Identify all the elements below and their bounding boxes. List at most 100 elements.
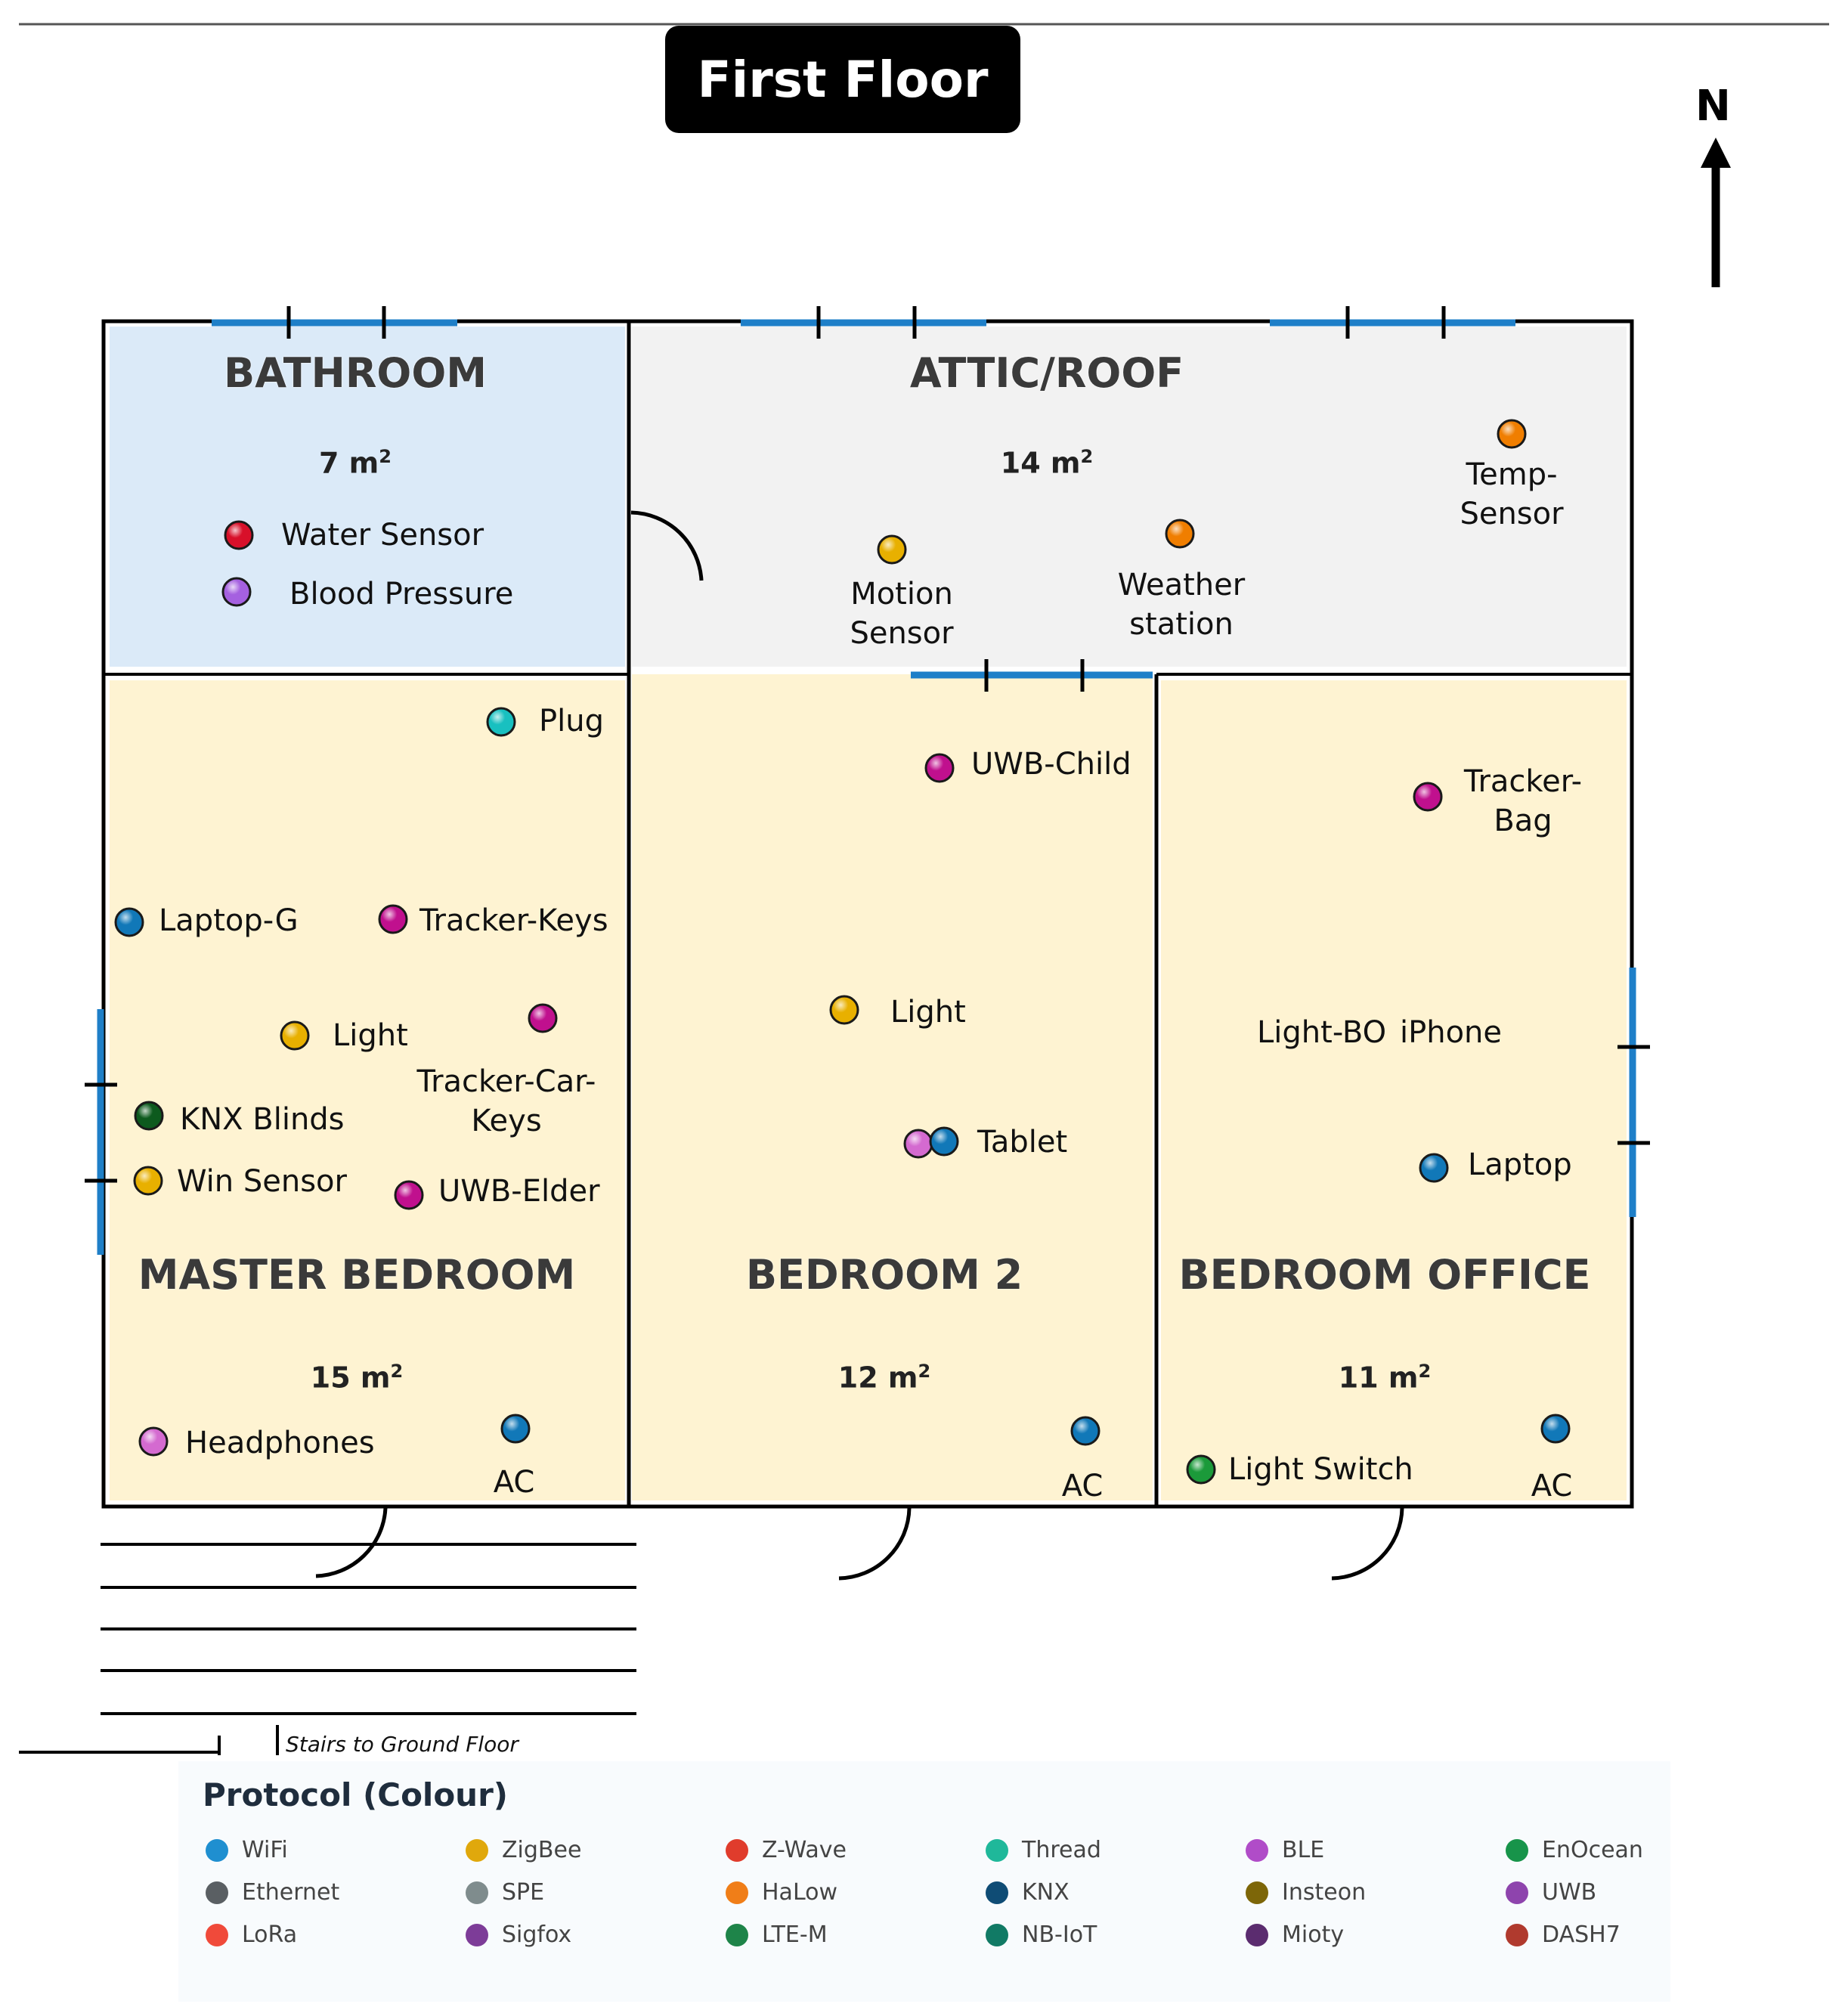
legend-swatch xyxy=(726,1838,748,1862)
bathroom-fill xyxy=(110,327,625,667)
legend-item-knx: KNX xyxy=(986,1879,1070,1906)
legend-label: NB-IoT xyxy=(1022,1922,1097,1948)
device-label-temp-sensor: Temp- Sensor xyxy=(1460,457,1564,531)
room-name-office: BEDROOM OFFICE xyxy=(1178,1251,1591,1299)
device-label-knx-blinds: KNX Blinds xyxy=(180,1102,345,1137)
legend-label: EnOcean xyxy=(1542,1837,1643,1863)
device-dot-shine xyxy=(381,907,405,931)
device-label-win-sensor: Win Sensor xyxy=(177,1164,347,1199)
device-dot-shine xyxy=(227,523,251,547)
device-label-blood-pressure: Blood Pressure xyxy=(289,577,514,612)
window-ticks xyxy=(85,306,1650,1183)
legend-label: KNX xyxy=(1022,1879,1070,1906)
stairs-label: Stairs to Ground Floor xyxy=(286,1732,519,1757)
legend-swatch xyxy=(206,1923,228,1946)
device-dot-shine xyxy=(503,1417,528,1441)
legend-label: LTE-M xyxy=(762,1922,828,1948)
legend-swatch xyxy=(206,1881,228,1904)
legend-label: HaLow xyxy=(762,1879,838,1906)
legend-label: SPE xyxy=(502,1879,545,1906)
legend-label: LoRa xyxy=(242,1922,298,1948)
legend-item-lora: LoRa xyxy=(206,1922,297,1948)
room-name-bedroom2: BEDROOM 2 xyxy=(745,1251,1023,1299)
legend-item-z-wave: Z-Wave xyxy=(726,1837,847,1863)
device-dot-shine xyxy=(1189,1457,1213,1482)
legend-label: Mioty xyxy=(1282,1922,1345,1948)
stairs xyxy=(19,1543,636,1755)
device-label-plug: Plug xyxy=(539,704,604,739)
device-dot-shine xyxy=(1073,1419,1097,1443)
device-label-uwb-elder: UWB-Elder xyxy=(438,1174,600,1209)
device-label-tracker-bag: Tracker- Bag xyxy=(1463,764,1583,838)
device-dot-shine xyxy=(489,710,513,734)
device-dot-shine xyxy=(283,1023,307,1048)
legend-label: WiFi xyxy=(242,1837,288,1863)
device-dot-shine xyxy=(117,910,141,934)
device-label-light-bo: Light-BO xyxy=(1257,1015,1387,1050)
north-label: N xyxy=(1695,82,1731,131)
legend-swatch xyxy=(1506,1923,1528,1946)
door-arcs xyxy=(315,510,1404,1581)
attic-fill xyxy=(632,327,1627,667)
legend-item-nb-iot: NB-IoT xyxy=(986,1922,1097,1948)
legend-item-uwb: UWB xyxy=(1506,1879,1596,1906)
legend-label: Sigfox xyxy=(502,1922,572,1948)
legend-label: Z-Wave xyxy=(762,1837,847,1863)
legend-swatch xyxy=(986,1923,1008,1946)
device-label-headphones: Headphones xyxy=(185,1426,375,1460)
device-label-ac-office: AC xyxy=(1531,1469,1573,1503)
legend-item-lte-m: LTE-M xyxy=(726,1922,828,1948)
legend-swatch xyxy=(986,1838,1008,1862)
legend-item-wifi: WiFi xyxy=(206,1837,288,1863)
legend-label: Ethernet xyxy=(242,1879,340,1906)
device-label-tracker-car-keys: Tracker-Car- Keys xyxy=(416,1064,596,1138)
legend-item-halow: HaLow xyxy=(726,1879,837,1906)
legend-item-spe: SPE xyxy=(466,1879,544,1906)
legend-label: Thread xyxy=(1022,1837,1101,1863)
legend-swatch xyxy=(1246,1923,1268,1946)
legend-swatch xyxy=(466,1838,488,1862)
device-dot-shine xyxy=(224,580,249,604)
room-name-bathroom: BATHROOM xyxy=(224,349,487,397)
page-title: First Floor xyxy=(665,26,1020,133)
device-dot-shine xyxy=(1500,422,1524,446)
legend-item-sigfox: Sigfox xyxy=(466,1922,571,1948)
area-master: 15 m2 xyxy=(310,1361,404,1395)
legend-swatch xyxy=(986,1881,1008,1904)
legend-item-zigbee: ZigBee xyxy=(466,1837,581,1863)
legend-item-mioty: Mioty xyxy=(1246,1922,1344,1948)
legend-item-ethernet: Ethernet xyxy=(206,1879,339,1906)
legend-item-thread: Thread xyxy=(986,1837,1101,1863)
device-label-light-switch: Light Switch xyxy=(1228,1452,1413,1487)
north-arrow-icon xyxy=(1701,138,1731,287)
room-name-master: MASTER BEDROOM xyxy=(138,1251,576,1299)
legend-swatch xyxy=(466,1881,488,1904)
legend-swatch xyxy=(1506,1838,1528,1862)
legend-swatch xyxy=(466,1923,488,1946)
device-dot-shine xyxy=(141,1429,166,1454)
master-fill xyxy=(110,680,625,1500)
device-label-iphone: iPhone xyxy=(1400,1015,1503,1050)
device-dot-shine xyxy=(906,1132,930,1156)
device-dot-shine xyxy=(531,1006,555,1030)
device-dot-shine xyxy=(1416,785,1440,809)
legend-swatch xyxy=(1246,1838,1268,1862)
device-label-uwb-child: UWB-Child xyxy=(971,747,1131,782)
device-dots xyxy=(114,419,1571,1485)
legend-item-insteon: Insteon xyxy=(1246,1879,1366,1906)
device-label-weather-station: Weather station xyxy=(1117,568,1246,642)
device-label-ac-b2: AC xyxy=(1061,1469,1104,1503)
device-dot-shine xyxy=(832,998,856,1022)
device-dot-shine xyxy=(136,1169,160,1193)
device-dot-shine xyxy=(1422,1156,1446,1180)
legend-title: Protocol (Colour) xyxy=(203,1776,508,1813)
device-label-ac-master: AC xyxy=(493,1465,535,1500)
device-label-water-sensor: Water Sensor xyxy=(281,518,484,553)
device-label-tablet: Tablet xyxy=(977,1125,1068,1160)
device-dot-shine xyxy=(1168,522,1192,546)
area-bedroom2: 12 m2 xyxy=(837,1361,931,1395)
device-label-light-master: Light xyxy=(333,1018,408,1053)
protocol-legend: Protocol (Colour) WiFi ZigBee Z-Wave Thread… xyxy=(178,1761,1670,2002)
legend-item-ble: BLE xyxy=(1246,1837,1324,1863)
